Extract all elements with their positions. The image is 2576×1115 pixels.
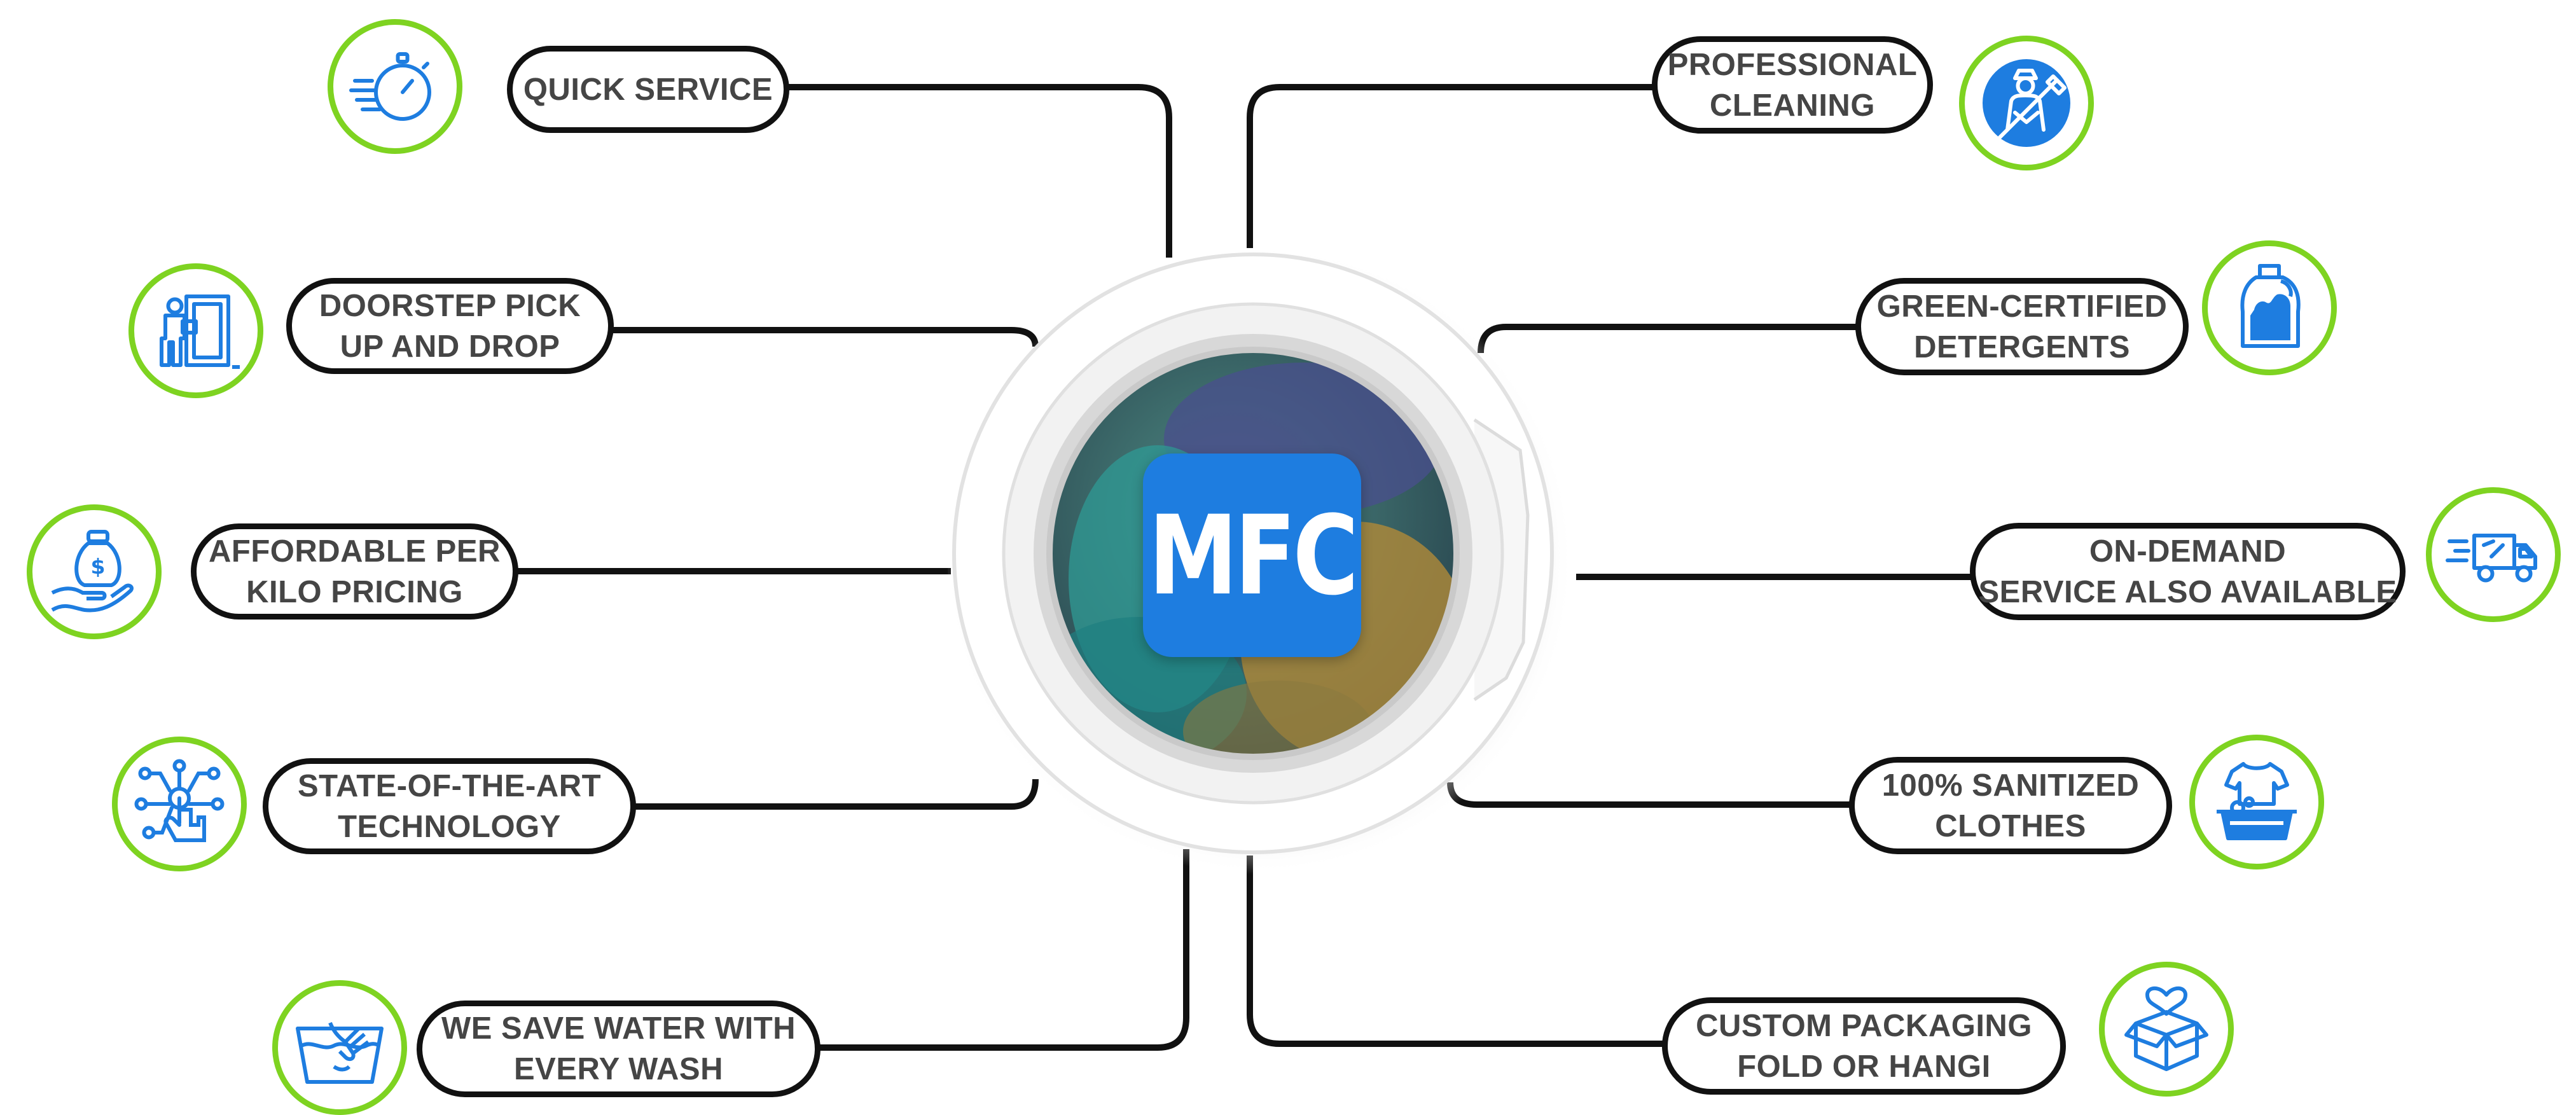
feature-label: AFFORDABLE PER KILO PRICING bbox=[209, 534, 501, 609]
connector-packaging bbox=[1247, 855, 1665, 1047]
feature-on-demand-service: ON-DEMAND SERVICE ALSO AVAILABLE bbox=[1970, 523, 2406, 620]
feature-sanitized-clothes: 100% SANITIZED CLOTHES bbox=[1849, 757, 2172, 854]
feature-affordable-pricing: AFFORDABLE PER KILO PRICING bbox=[191, 523, 518, 620]
detergent-bottle-icon bbox=[2202, 240, 2337, 375]
feature-custom-packaging: CUSTOM PACKAGING FOLD OR HANGI bbox=[1662, 997, 2066, 1095]
feature-doorstep-pickup: DOORSTEP PICK UP AND DROP bbox=[286, 278, 614, 374]
brand-logo: MFC bbox=[1143, 454, 1361, 657]
delivery-truck-icon bbox=[2426, 487, 2561, 622]
cleaning-worker-icon bbox=[1959, 36, 2094, 170]
feature-label: PROFESSIONAL CLEANING bbox=[1667, 47, 1918, 123]
money-bag-hand-icon: $ bbox=[27, 504, 162, 639]
feature-green-detergents: GREEN-CERTIFIED DETERGENTS bbox=[1855, 278, 2189, 375]
touch-technology-icon bbox=[112, 737, 247, 871]
svg-text:$: $ bbox=[91, 554, 106, 579]
feature-label: WE SAVE WATER WITH EVERY WASH bbox=[441, 1011, 796, 1086]
laundry-basket-icon bbox=[2189, 735, 2324, 869]
feature-label: CUSTOM PACKAGING FOLD OR HANGI bbox=[1696, 1008, 2032, 1084]
hand-wash-icon bbox=[272, 980, 407, 1115]
connector-save-water bbox=[817, 849, 1189, 1051]
feature-label: 100% SANITIZED CLOTHES bbox=[1881, 768, 2140, 843]
feature-label: STATE-OF-THE-ART TECHNOLOGY bbox=[297, 768, 602, 844]
connector-technology bbox=[633, 779, 1039, 810]
feature-professional-cleaning: PROFESSIONAL CLEANING bbox=[1652, 36, 1933, 134]
feature-label: GREEN-CERTIFIED DETERGENTS bbox=[1876, 289, 2168, 364]
stopwatch-icon bbox=[328, 19, 462, 154]
feature-label: DOORSTEP PICK UP AND DROP bbox=[319, 288, 581, 364]
delivery-person-icon bbox=[128, 263, 263, 398]
feature-label: ON-DEMAND SERVICE ALSO AVAILABLE bbox=[1978, 534, 2397, 609]
brand-logo-text: MFC bbox=[1148, 491, 1359, 620]
feature-quick-service: QUICK SERVICE bbox=[507, 46, 789, 133]
connector-professional bbox=[1247, 84, 1655, 248]
feature-label: QUICK SERVICE bbox=[523, 72, 773, 107]
gift-box-heart-icon bbox=[2099, 962, 2234, 1097]
feature-technology: STATE-OF-THE-ART TECHNOLOGY bbox=[263, 758, 636, 854]
connector-quick-service bbox=[789, 84, 1172, 258]
feature-save-water: WE SAVE WATER WITH EVERY WASH bbox=[417, 1001, 821, 1097]
